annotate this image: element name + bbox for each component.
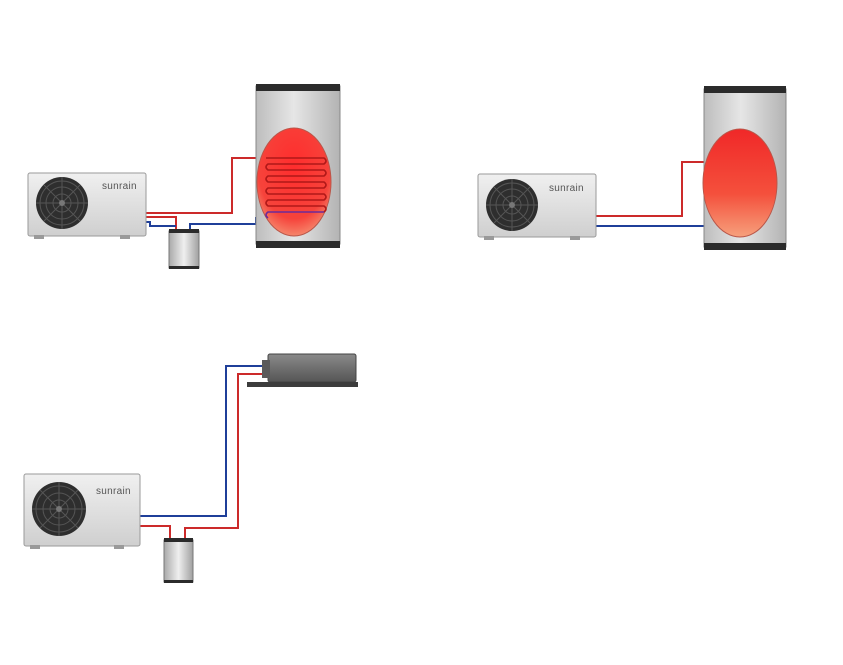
fan-icon: [32, 482, 86, 536]
brand-label: sunrain: [96, 486, 131, 497]
brand-label: sunrain: [102, 181, 137, 192]
cold-supply-pipe: [140, 365, 268, 517]
buffer-tank: [168, 229, 200, 269]
hot-supply-pipe: [146, 157, 266, 214]
hot-return-pipe: [140, 525, 171, 540]
cold-pipe: [146, 221, 176, 227]
pipes: [596, 161, 706, 227]
brand-label: sunrain: [549, 183, 584, 194]
coil-cold-section: [265, 211, 324, 219]
pipes: [140, 365, 268, 540]
system-2: sunrain: [477, 86, 787, 250]
pipes: [146, 157, 268, 231]
heat-pump-unit: sunrain: [477, 173, 597, 240]
direct-water-tank: [702, 86, 787, 250]
hot-pipe-to-fancoil: [184, 373, 268, 540]
fan-icon: [36, 177, 88, 229]
hot-supply-pipe: [596, 161, 706, 217]
heat-pump-unit: sunrain: [23, 473, 141, 549]
heating-coil: [265, 157, 327, 213]
system-1: sunrain: [27, 84, 341, 269]
fan-coil-unit: [247, 353, 358, 387]
system-3: sunrain: [23, 353, 358, 583]
buffer-tank: [163, 538, 194, 583]
fan-icon: [486, 179, 538, 231]
coil-water-tank: [255, 84, 341, 248]
heat-pump-unit: sunrain: [27, 172, 147, 239]
